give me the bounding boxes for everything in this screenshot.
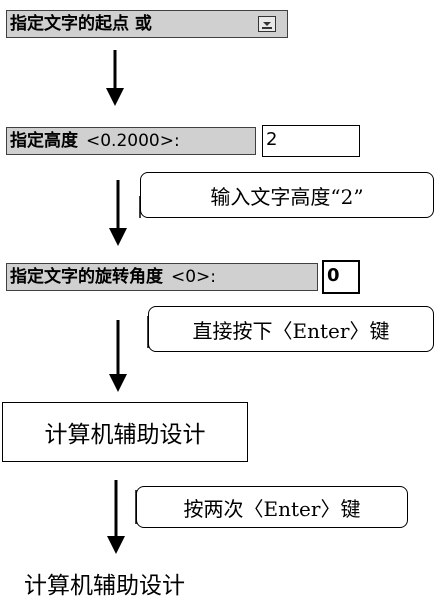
press-enter-callout: 直接按下〈Enter〉键 bbox=[148, 306, 434, 352]
final-text-result: 计算机辅助设计 bbox=[24, 566, 185, 600]
text-entry-box-text: 计算机辅助设计 bbox=[44, 422, 206, 448]
height-input-value: 2 bbox=[266, 129, 278, 150]
press-enter-twice-callout-text: 按两次〈Enter〉键 bbox=[183, 496, 361, 521]
enter-height-callout-text: 输入文字高度“2” bbox=[210, 184, 364, 209]
arrow-4-head bbox=[107, 536, 125, 554]
rotation-prompt-label: 指定文字的旋转角度 bbox=[10, 267, 163, 287]
enter-height-callout: 输入文字高度“2” bbox=[140, 172, 434, 218]
rotation-prompt: 指定文字的旋转角度 <0>: bbox=[6, 263, 318, 291]
text-entry-box: 计算机辅助设计 bbox=[2, 402, 248, 462]
height-input[interactable]: 2 bbox=[262, 125, 360, 157]
height-prompt-label: 指定高度 bbox=[10, 131, 78, 151]
start-point-prompt: 指定文字的起点 或 bbox=[6, 10, 288, 38]
height-default-value: <0.2000>: bbox=[86, 131, 180, 151]
rotation-input-value: 0 bbox=[327, 265, 340, 286]
rotation-default-value: <0>: bbox=[171, 267, 217, 287]
start-point-prompt-label: 指定文字的起点 或 bbox=[10, 14, 152, 34]
final-text-result-text: 计算机辅助设计 bbox=[24, 573, 185, 599]
arrow-2-head bbox=[109, 228, 127, 246]
press-enter-twice-callout: 按两次〈Enter〉键 bbox=[136, 486, 408, 528]
menu-arrow-icon bbox=[262, 22, 272, 29]
press-enter-callout-text: 直接按下〈Enter〉键 bbox=[192, 318, 390, 343]
dropdown-menu-icon[interactable] bbox=[258, 16, 276, 32]
arrow-3-head bbox=[109, 374, 127, 392]
arrow-1-head bbox=[106, 88, 124, 106]
height-prompt: 指定高度 <0.2000>: bbox=[6, 127, 256, 155]
rotation-input[interactable]: 0 bbox=[322, 260, 360, 294]
